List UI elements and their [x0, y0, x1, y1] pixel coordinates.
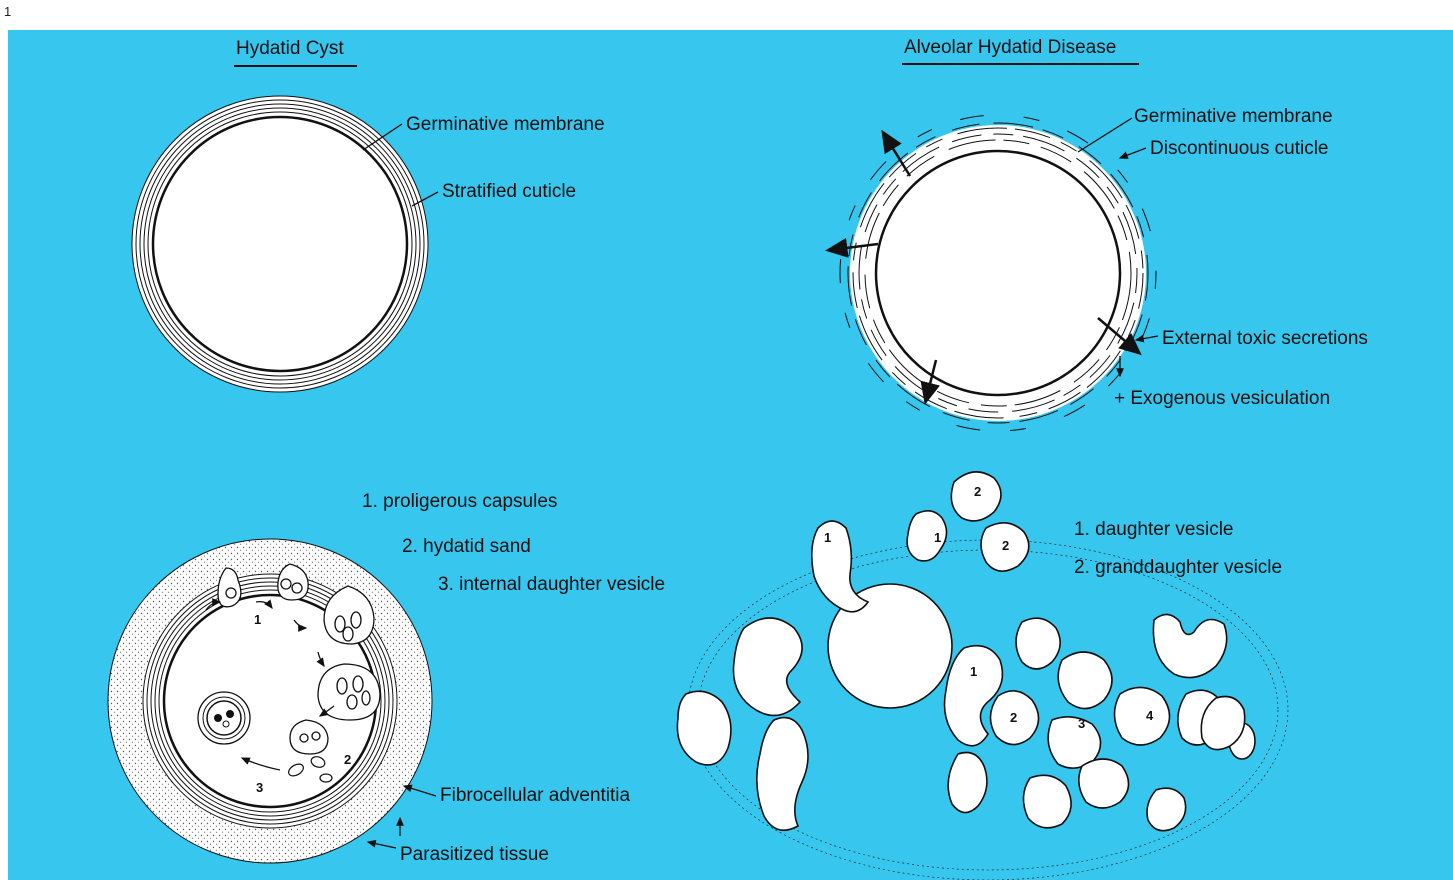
page-number: 1: [4, 4, 11, 19]
leader-arrow: [1136, 336, 1158, 340]
parasitized-tissue-label: Parasitized tissue: [400, 844, 549, 865]
alveolar-germinative-label: Germinative membrane: [1134, 106, 1333, 127]
alveolar-disease-group: Alveolar Hydatid Disease Germinative mem…: [830, 37, 1368, 431]
cyst-contents-group: 1. proligerous capsules 2. hydatid sand …: [108, 491, 665, 865]
vesicle: [1016, 618, 1060, 669]
alveolar-growth-group: 1. daughter vesicle 2. granddaughter ves…: [677, 472, 1288, 880]
diagram-panel: Hydatid Cyst Germinative membrane Strati…: [8, 30, 1453, 880]
legend-granddaughter-vesicle: 2. granddaughter vesicle: [1074, 557, 1282, 578]
exogenous-vesiculation-label: + Exogenous vesiculation: [1114, 388, 1330, 409]
legend-internal-daughter-vesicle: 3. internal daughter vesicle: [438, 574, 665, 595]
fibrocellular-adventitia-label: Fibrocellular adventitia: [440, 785, 631, 806]
internal-daughter-vesicle: [198, 692, 250, 744]
legend-proligerous-capsules: 1. proligerous capsules: [362, 491, 557, 512]
vesicle-number: 1: [824, 530, 831, 545]
germinative-membrane: [153, 117, 407, 371]
vesicle-number: 4: [1146, 708, 1154, 723]
sand-number: 2: [344, 752, 351, 767]
vesicle: [1114, 687, 1169, 745]
vesicle-number: 2: [974, 484, 981, 499]
vesicle: [1058, 652, 1112, 709]
vesicle: [1147, 788, 1186, 830]
leader-line: [1078, 118, 1132, 152]
vesicle-number: 3: [1078, 716, 1085, 731]
vesicle-number: 1: [970, 664, 977, 679]
vesicle: [757, 718, 808, 831]
discontinuous-cuticle-label: Discontinuous cuticle: [1150, 138, 1328, 159]
germinative-membrane-label: Germinative membrane: [406, 114, 605, 135]
vesicle: [677, 691, 731, 765]
leader-arrow: [1120, 148, 1146, 158]
legend-daughter-vesicle: 1. daughter vesicle: [1074, 519, 1234, 540]
vesicle-number: 3: [256, 780, 263, 795]
vesicle: [733, 618, 802, 715]
hydatid-diagram: Hydatid Cyst Germinative membrane Strati…: [8, 30, 1453, 880]
vesicle-number: 1: [934, 530, 941, 545]
germinative-membrane: [876, 151, 1120, 395]
hydatid-cyst-title: Hydatid Cyst: [236, 38, 344, 59]
vesicle: [1153, 614, 1226, 677]
vesicle-number: 2: [1002, 538, 1009, 553]
vesicle: [1079, 759, 1129, 808]
alveolar-title: Alveolar Hydatid Disease: [904, 37, 1116, 58]
vesicle: [812, 521, 868, 612]
vesicle-number: 2: [1010, 710, 1017, 725]
vesicle: [1023, 775, 1071, 828]
capsule-number: 1: [254, 612, 261, 627]
vesicle: [948, 753, 987, 813]
leader-arrow: [368, 842, 396, 848]
hydatid-cyst-group: Hydatid Cyst Germinative membrane Strati…: [132, 38, 605, 392]
external-toxic-secretions-label: External toxic secretions: [1162, 328, 1368, 349]
legend-hydatid-sand: 2. hydatid sand: [402, 536, 531, 557]
leader-arrow: [404, 786, 436, 796]
stratified-cuticle-label: Stratified cuticle: [442, 181, 576, 202]
